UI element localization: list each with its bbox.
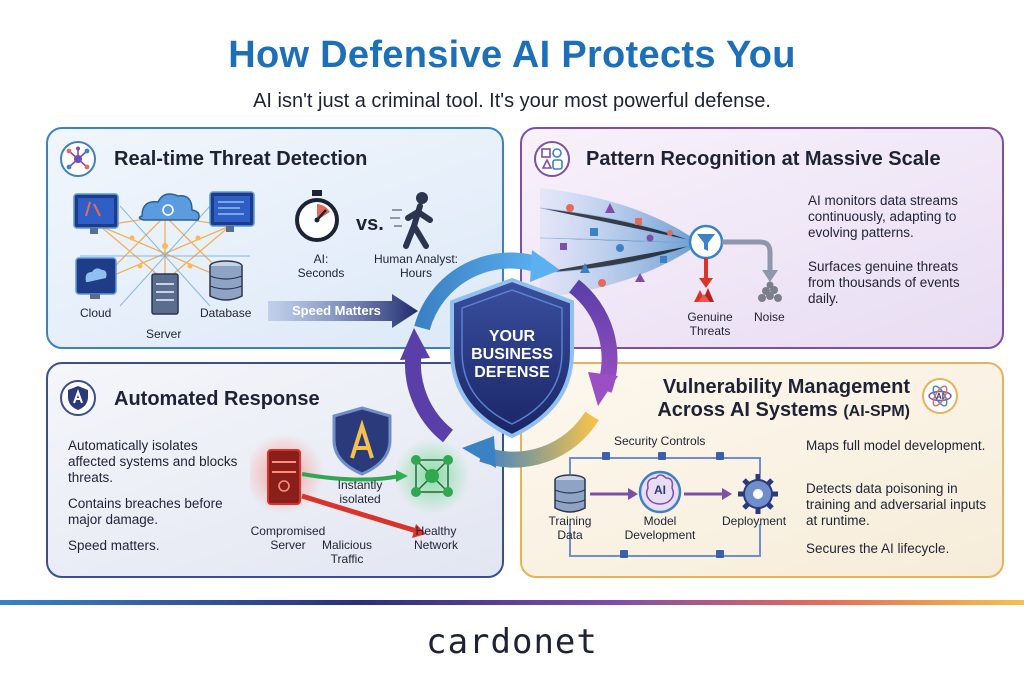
speed-matters-label: Speed Matters [292,303,381,318]
gear-icon [738,474,778,514]
pattern-text-1: AI monitors data streams continuously, a… [808,193,959,240]
response-text-3: Speed matters. [68,538,160,553]
cycle-arrow-left [400,328,454,443]
lock-icon [602,452,724,558]
deployment-label: Deployment [722,514,787,528]
ai-chip-label: AI [654,483,666,497]
security-controls-label: Security Controls [614,434,706,448]
ai-atom-icon: AI [922,378,958,414]
human-hours-label: Human Analyst:Hours [373,252,459,280]
brand-logo: cardonet [426,622,598,662]
database-icon [209,260,243,301]
ai-lifecycle-diagram [554,452,778,558]
shield-block-icon [332,406,392,476]
shield-icon [450,277,574,439]
shield-a-icon [60,380,96,416]
page-title: How Defensive AI Protects You [228,34,796,76]
network-hub-icon [60,141,96,177]
genuine-threats-icon [694,288,714,302]
threat-detection-title: Real-time Threat Detection [114,148,368,170]
network-diagram [73,191,255,315]
server-label: Server [146,327,182,341]
vulnerability-text-2: Detects data poisoning in training and a… [806,481,987,528]
noise-icon [758,281,782,302]
speed-matters-arrow [268,294,418,328]
compromised-server-icon [267,449,301,505]
stopwatch-icon [295,190,339,242]
monitor-left-icon [73,193,119,234]
shield-label: YOUR BUSINESS DEFENSE [471,328,553,381]
footer-gradient-bar [0,600,1024,605]
vs-label: vs. [356,213,384,235]
response-text-2: Contains breaches before major damage. [68,496,223,527]
cycle-arrow-top [414,250,560,331]
running-person-icon [390,192,433,249]
noise-label: Noise [754,310,785,324]
cloud-device-icon [75,257,117,299]
cloud-label: Cloud [80,306,112,320]
cloud-icon [138,193,200,221]
pattern-recognition-title: Pattern Recognition at Massive Scale [586,148,941,170]
ai-seconds-label: AI:Seconds [297,252,345,280]
funnel-icon [688,224,724,260]
server-icon [151,273,179,315]
pattern-icon [534,141,570,177]
monitor-right-icon [209,191,255,232]
training-data-icon [554,474,586,513]
cycle-arrow-right [568,279,618,406]
data-stream-funnel [540,188,782,302]
cycle-arrow-bottom [462,411,599,468]
vulnerability-text-3: Secures the AI lifecycle. [806,541,950,556]
database-label: Database [200,306,252,320]
page-subtitle: AI isn't just a criminal tool. It's your… [253,90,771,112]
automated-response-title: Automated Response [114,388,320,410]
pattern-text-2: Surfaces genuine threats from thousands … [808,259,960,306]
response-text-1: Automatically isolates affected systems … [68,438,238,485]
isolation-diagram [250,406,470,538]
ai-brain-icon [638,470,682,514]
vulnerability-text-1: Maps full model development. [806,438,986,453]
defense-cycle [400,250,618,468]
vulnerability-title: Vulnerability Management Across AI Syste… [657,376,910,421]
svg-text:AI: AI [936,392,944,401]
